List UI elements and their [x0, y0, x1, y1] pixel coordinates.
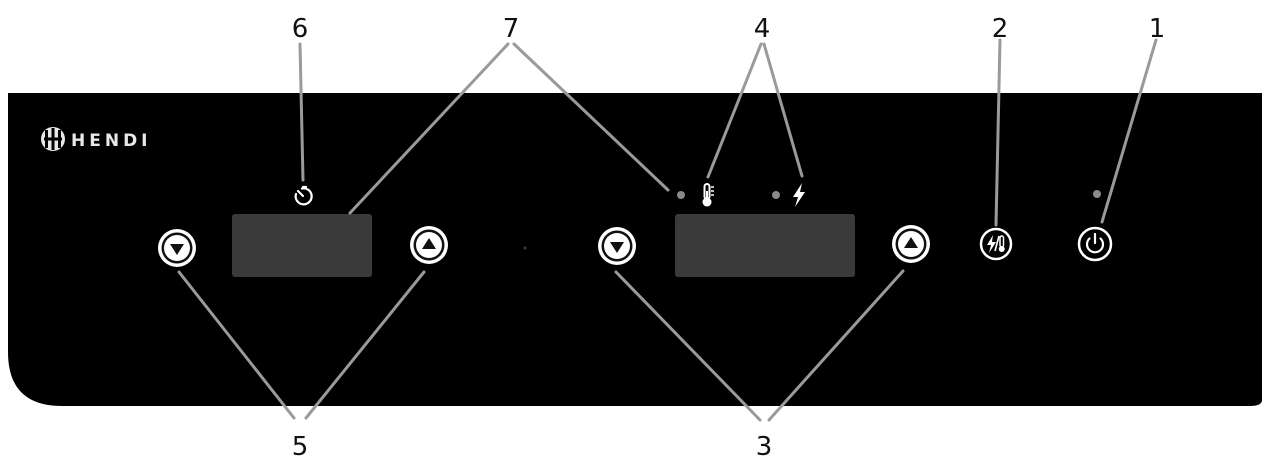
leader-line-6: [298, 42, 305, 182]
callout-7: 7: [503, 14, 520, 44]
left-up-button[interactable]: [410, 226, 448, 264]
callout-4: 4: [754, 14, 771, 44]
up-arrow-icon: [904, 237, 918, 248]
leader-lines: [177, 38, 1158, 422]
leader-line-3b: [767, 269, 905, 422]
power-led: [1093, 190, 1101, 198]
leader-line-7b: [512, 42, 670, 192]
thermometer-icon: [702, 183, 714, 207]
callout-3: 3: [756, 432, 773, 462]
leader-line-4a: [706, 42, 763, 179]
timer-icon: [294, 185, 313, 206]
lightning-icon: [793, 183, 805, 207]
power-button[interactable]: [1077, 226, 1113, 262]
right-up-button[interactable]: [892, 225, 930, 263]
leader-line-5b: [304, 270, 426, 420]
hendi-logo: HENDI: [41, 127, 152, 151]
thermometer-icon: [998, 235, 1005, 252]
lightning-icon: [987, 235, 996, 253]
leader-line-3a: [614, 270, 762, 422]
left-down-button[interactable]: [158, 229, 196, 267]
right-down-button[interactable]: [598, 227, 636, 265]
callout-6: 6: [292, 14, 309, 44]
hendi-logo-mark: [41, 127, 65, 151]
brand-name: HENDI: [71, 131, 152, 151]
callout-numbers: 1 2 3 4 5 6 7: [292, 14, 1166, 462]
down-arrow-icon: [170, 244, 184, 255]
panel-dot: [523, 246, 527, 250]
left-display: [232, 214, 372, 277]
leader-line-1: [1100, 38, 1158, 224]
leader-line-5a: [177, 270, 296, 420]
leader-line-2: [994, 38, 1002, 227]
leader-line-4b: [762, 42, 804, 178]
right-display: [675, 214, 855, 277]
callout-1: 1: [1149, 14, 1166, 44]
down-arrow-icon: [610, 242, 624, 253]
power-temperature-toggle-button[interactable]: [979, 227, 1013, 261]
callout-5: 5: [292, 432, 309, 462]
power-level-led: [772, 191, 780, 199]
callout-2: 2: [992, 14, 1009, 44]
power-icon: [1085, 237, 1105, 254]
temperature-led: [677, 191, 685, 199]
up-arrow-icon: [422, 238, 436, 249]
leader-line-7a: [348, 42, 510, 215]
